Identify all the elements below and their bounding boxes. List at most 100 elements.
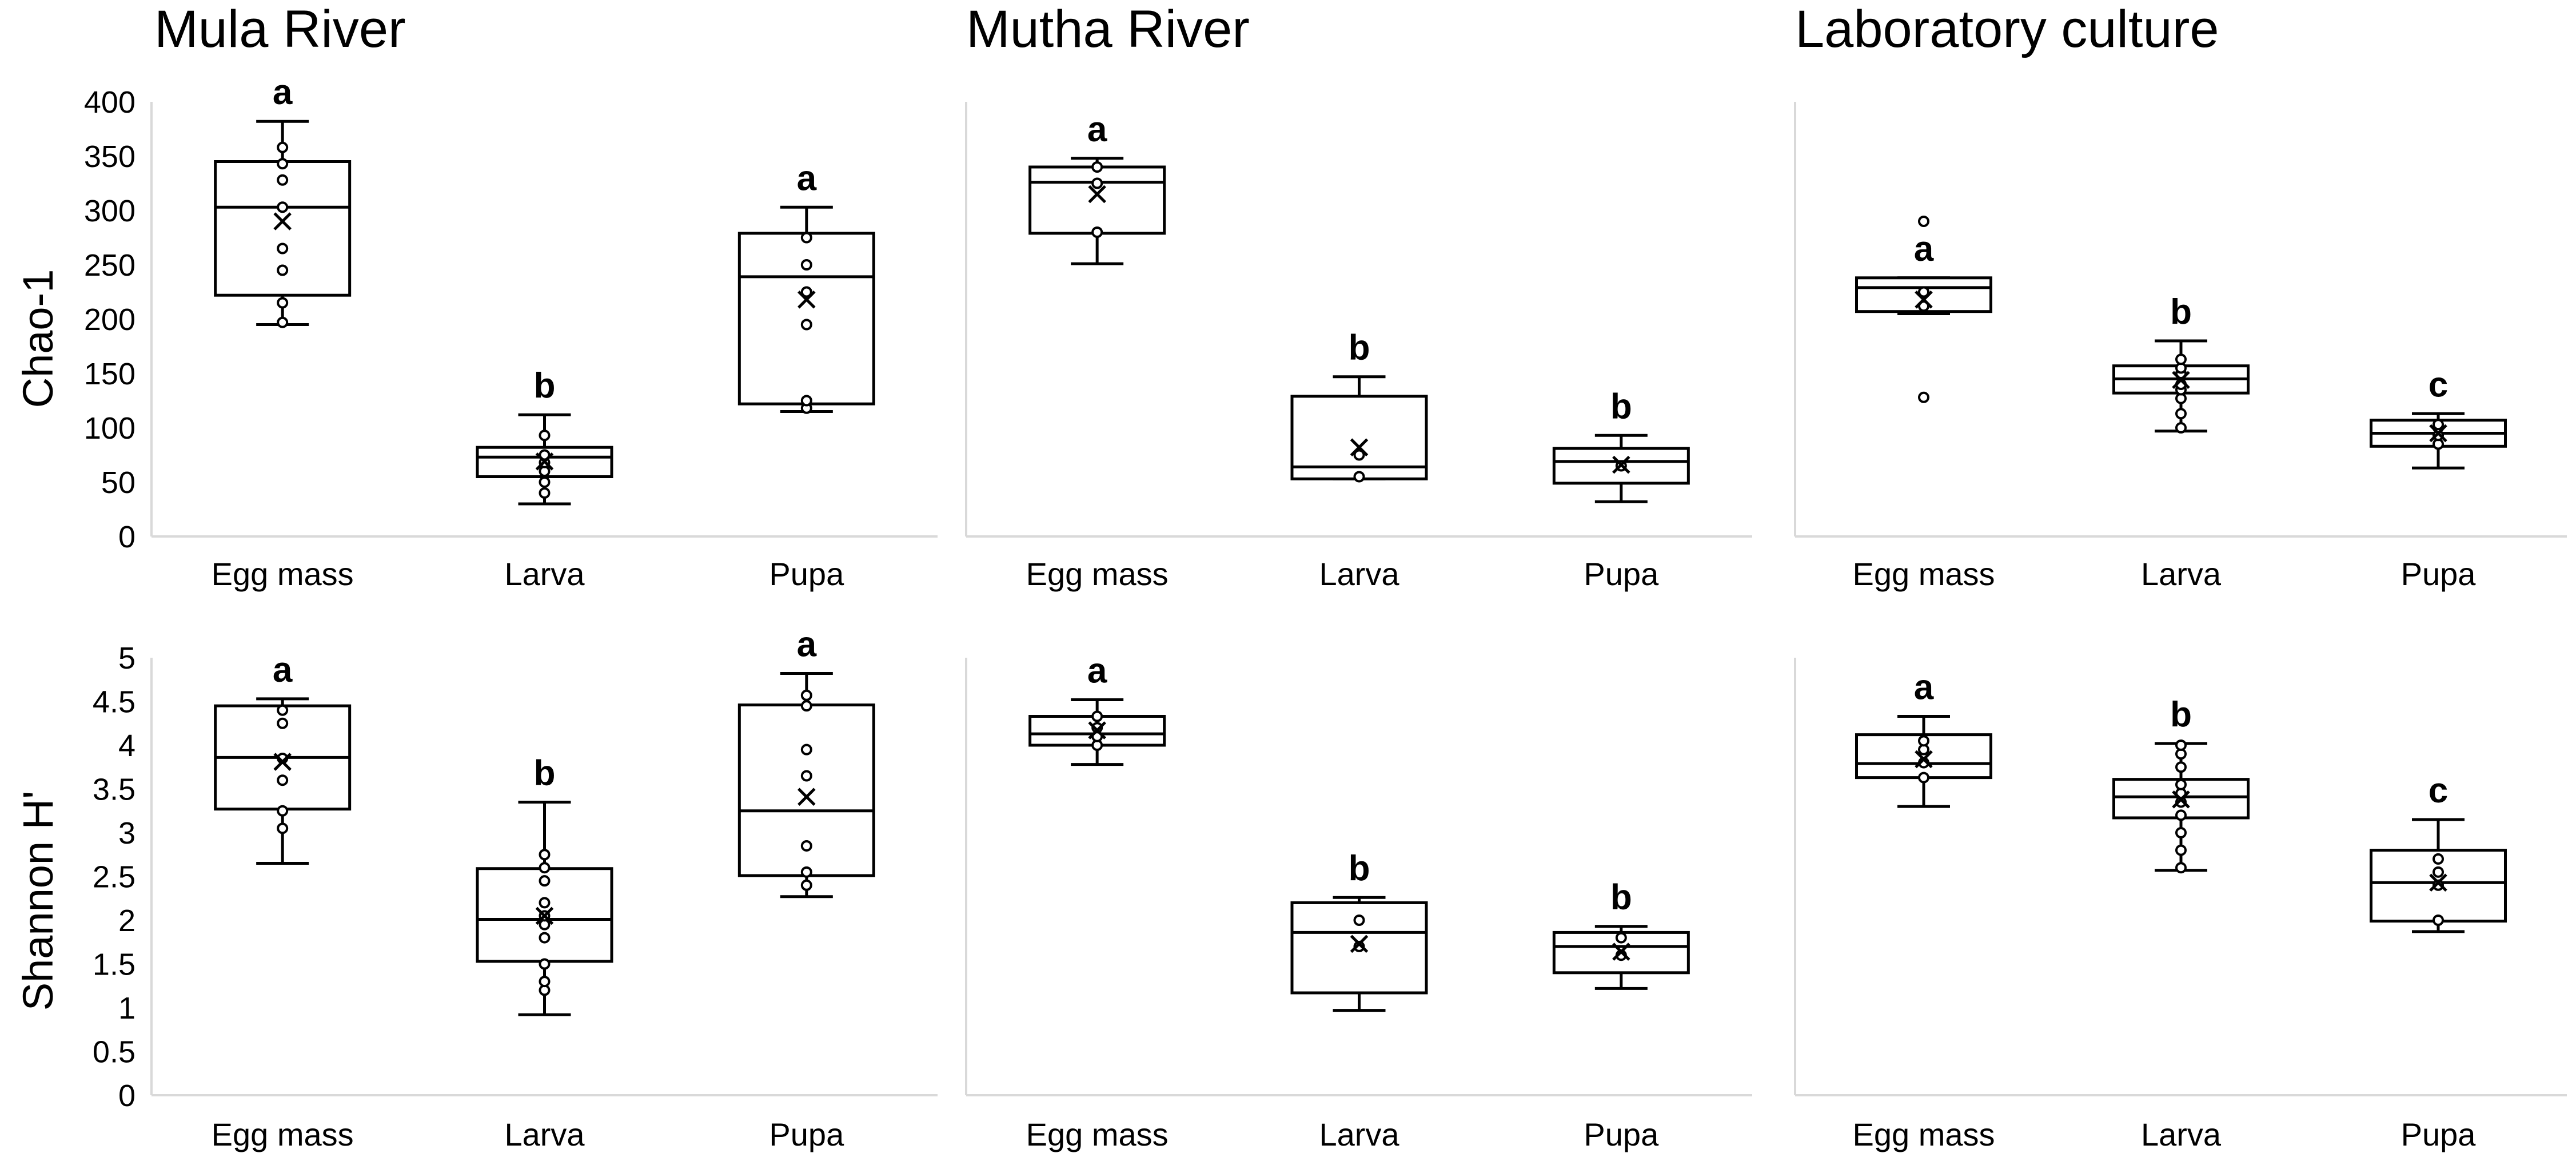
- data-point: [2175, 862, 2187, 874]
- y-tick-label: 300: [84, 194, 135, 228]
- data-point: [800, 286, 812, 298]
- data-point: [800, 770, 812, 782]
- data-point: [277, 201, 289, 213]
- mean-marker-stroke: [1088, 721, 1106, 739]
- data-point: [800, 259, 812, 271]
- y-tick-label: 4.5: [93, 685, 135, 719]
- mean-marker-stroke: [2429, 873, 2447, 892]
- box-egg-mass: a: [214, 650, 352, 865]
- y-tick-label: 0: [118, 1079, 135, 1113]
- mean-marker: [2172, 790, 2190, 809]
- mean-marker: [2172, 371, 2190, 389]
- y-tick-label: 3: [118, 816, 135, 850]
- significance-letter: a: [1914, 229, 1934, 269]
- y-tick-label: 250: [84, 248, 135, 283]
- x-category-label: Larva: [1319, 556, 1399, 592]
- y-tick-label: 0.5: [93, 1035, 135, 1069]
- x-category-label: Larva: [2141, 556, 2222, 592]
- data-point: [2175, 353, 2187, 365]
- mean-marker: [1915, 291, 1933, 309]
- data-point: [800, 866, 812, 878]
- data-point: [2433, 419, 2444, 431]
- y-tick-label: 1.5: [93, 948, 135, 982]
- mean-marker-stroke: [1612, 943, 1630, 961]
- mean-marker-stroke: [273, 212, 292, 230]
- mean-marker-stroke: [1350, 935, 1369, 953]
- x-category-label: Egg mass: [212, 1116, 354, 1152]
- mean-marker-stroke: [1915, 291, 1933, 309]
- box-larva: b: [476, 753, 613, 1016]
- box-larva: b: [1290, 328, 1428, 483]
- data-point: [2175, 761, 2187, 773]
- iqr-box: [737, 232, 875, 405]
- y-tick-label: 5: [118, 641, 135, 675]
- data-point: [277, 141, 289, 153]
- box-pupa: c: [2370, 771, 2507, 933]
- mean-marker: [273, 212, 292, 230]
- data-point: [1918, 286, 1929, 298]
- mean-marker: [1350, 935, 1369, 953]
- data-point: [277, 717, 289, 729]
- y-tick-label: 2: [118, 904, 135, 938]
- panel-title: Laboratory culture: [1795, 0, 2219, 58]
- x-category-label: Larva: [1319, 1116, 1399, 1152]
- box-pupa: a: [737, 625, 875, 898]
- mean-marker: [1088, 185, 1106, 204]
- box-egg-mass: a: [214, 73, 352, 328]
- data-point: [2175, 739, 2187, 751]
- data-point: [1918, 391, 1929, 403]
- x-category-label: Pupa: [1584, 556, 1659, 592]
- data-point: [2175, 408, 2187, 420]
- mean-marker: [1612, 943, 1630, 961]
- y-tick-label: 150: [84, 357, 135, 391]
- box-larva: b: [476, 366, 613, 506]
- significance-letter: a: [1087, 110, 1107, 149]
- data-point: [539, 862, 551, 874]
- y-tick-label: 50: [101, 466, 135, 500]
- x-category-label: Pupa: [769, 1116, 844, 1152]
- data-point: [1918, 216, 1929, 227]
- mean-marker: [2429, 873, 2447, 892]
- y-tick-label: 1: [118, 991, 135, 1025]
- data-point: [2175, 422, 2187, 434]
- data-point: [800, 395, 812, 407]
- mean-marker: [1088, 721, 1106, 739]
- data-point: [277, 297, 289, 309]
- x-category-label: Larva: [2141, 1116, 2222, 1152]
- data-point: [800, 840, 812, 852]
- data-point: [277, 316, 289, 328]
- significance-letter: b: [1349, 849, 1370, 888]
- data-point: [277, 264, 289, 276]
- data-point: [2433, 866, 2444, 878]
- data-point: [800, 232, 812, 244]
- data-point: [2433, 915, 2444, 926]
- data-point: [539, 932, 551, 944]
- box-egg-mass: a: [1028, 651, 1166, 766]
- data-point: [1091, 161, 1103, 173]
- data-point: [800, 879, 812, 891]
- data-point: [539, 849, 551, 861]
- mean-marker: [535, 452, 554, 471]
- mean-marker: [797, 788, 816, 806]
- significance-letter: b: [1610, 387, 1632, 426]
- data-point: [800, 743, 812, 756]
- mean-marker: [797, 291, 816, 309]
- y-axis-label: Shannon H': [14, 791, 62, 1011]
- data-point: [539, 875, 551, 887]
- mean-marker-stroke: [1088, 185, 1106, 204]
- data-point: [2175, 778, 2187, 790]
- significance-letter: a: [273, 650, 293, 690]
- significance-letter: b: [2170, 695, 2192, 734]
- mean-marker-stroke: [2429, 424, 2447, 443]
- data-point: [800, 689, 812, 701]
- y-tick-label: 2.5: [93, 860, 135, 894]
- box-pupa: a: [737, 158, 875, 414]
- x-category-label: Egg mass: [1853, 556, 1995, 592]
- data-point: [1091, 710, 1103, 722]
- significance-letter: b: [2170, 292, 2192, 332]
- x-category-label: Pupa: [2401, 1116, 2477, 1152]
- significance-letter: b: [1610, 878, 1632, 917]
